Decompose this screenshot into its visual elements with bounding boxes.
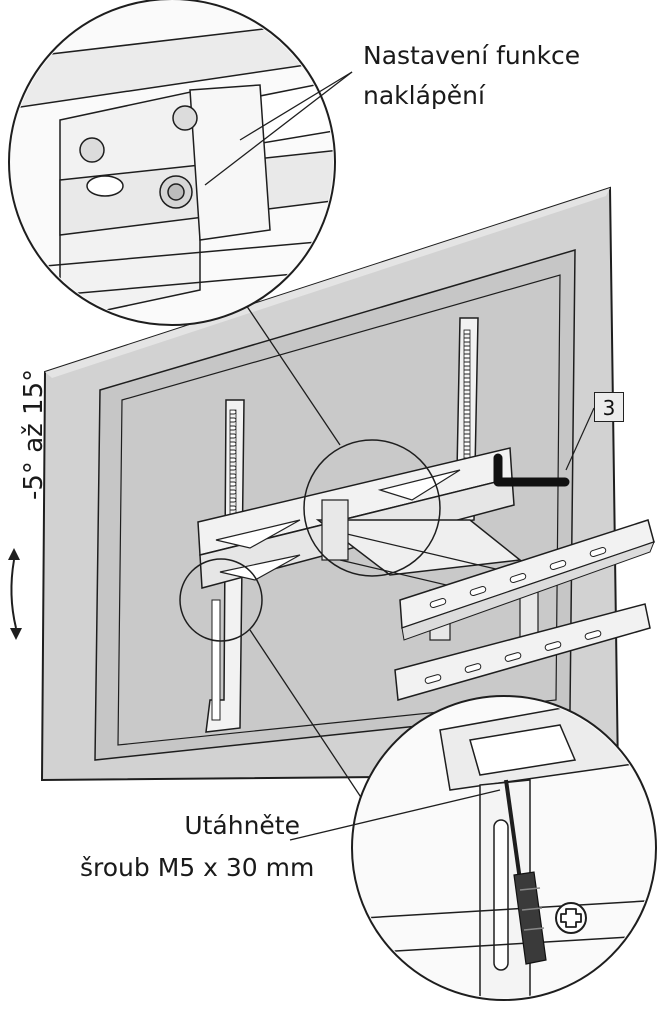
tilt-adjust-label-line2: naklápění (363, 81, 485, 110)
screwdriver-icon (504, 779, 547, 965)
tilt-angle-label: -5° až 15° (19, 368, 49, 500)
connector-top (235, 289, 341, 446)
tighten-label-line2: šroub M5 x 30 mm (80, 853, 315, 882)
wall-plate (394, 519, 655, 701)
leader-tilt-1 (239, 71, 353, 141)
leader-screw (289, 789, 501, 841)
step-number-badge: 3 (594, 392, 624, 422)
hex-key-icon (493, 453, 570, 487)
detail-ring-tilt (303, 439, 441, 577)
leader-tilt-2 (204, 71, 353, 186)
tighten-label-line1: Utáhněte (184, 811, 300, 840)
step-leader (565, 407, 595, 471)
detail-ring-screw (179, 558, 263, 642)
phillips-screw-icon (555, 902, 587, 934)
tilt-adjust-label-line1: Nastavení funkce (363, 41, 581, 70)
magnified-tilt-view (8, 0, 336, 326)
double-arrow-icon (8, 548, 22, 640)
